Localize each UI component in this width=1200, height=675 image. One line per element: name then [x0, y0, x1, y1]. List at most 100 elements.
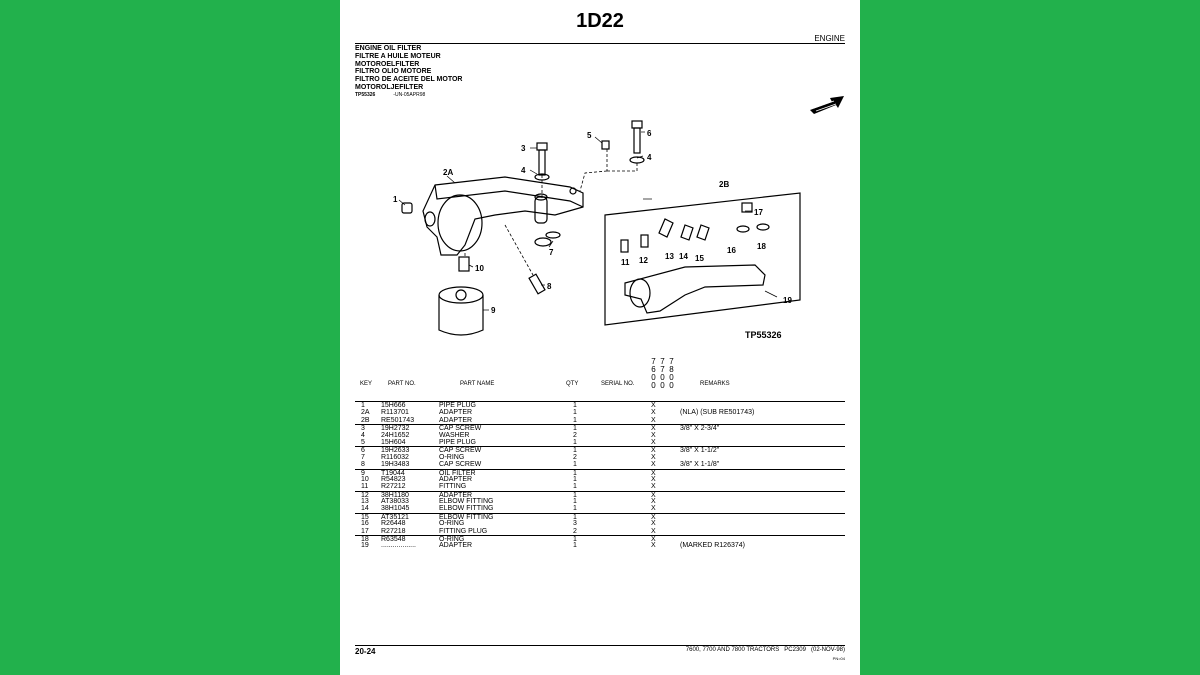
model-col-7800: 7800 [667, 357, 676, 389]
row-qty: 1 [573, 542, 577, 550]
callout-5: 5 [587, 131, 592, 140]
row-key: 7 [361, 453, 365, 461]
figure-reference: TP55326-UN-05APR98 [355, 92, 425, 98]
row-qty: 1 [573, 483, 577, 491]
figure-label: TP55326 [745, 330, 782, 340]
header-part-no: PART NO. [388, 381, 416, 387]
multilingual-title: ENGINE OIL FILTER FILTRE A HUILE MOTEUR … [355, 45, 462, 92]
row-part-name: ADAPTER [439, 416, 473, 424]
model-7700: 7700 [658, 357, 667, 389]
footer-info: 7600, 7700 AND 7800 TRACTORS PC2309 (02-… [686, 647, 845, 653]
row-key: 2A [361, 409, 370, 417]
row-part-name: ELBOW FITTING [439, 513, 494, 521]
row-model-mark: X [651, 527, 656, 535]
row-part-name: CAP SCREW [439, 461, 482, 469]
header-part-name: PART NAME [460, 381, 495, 387]
row-qty: 1 [573, 438, 577, 446]
row-model-mark: X [651, 447, 656, 455]
callout-6: 6 [647, 129, 652, 138]
row-key: 15 [361, 513, 369, 521]
row-part-name: FITTING PLUG [439, 527, 488, 535]
footer-rule [355, 645, 845, 646]
row-model-mark: X [651, 542, 656, 550]
header-remarks: REMARKS [700, 381, 730, 387]
row-part-name: ADAPTER [439, 409, 473, 417]
row-key: 13 [361, 498, 369, 506]
row-qty: 1 [573, 505, 577, 513]
row-qty: 2 [573, 527, 577, 535]
row-qty: 1 [573, 461, 577, 469]
row-model-mark: X [651, 513, 656, 521]
row-qty: 1 [573, 425, 577, 433]
row-key: 8 [361, 461, 365, 469]
row-key: 19 [361, 542, 369, 550]
row-model-mark: X [651, 498, 656, 506]
row-model-mark: X [651, 438, 656, 446]
callout-9: 9 [491, 306, 496, 315]
row-qty: 3 [573, 520, 577, 528]
row-qty: 1 [573, 513, 577, 521]
ref-code: TP55326 [355, 92, 376, 98]
row-part-no: 15H666 [381, 402, 406, 409]
callout-14: 14 [679, 252, 688, 261]
row-qty: 1 [573, 536, 577, 544]
title-german: MOTOROELFILTER [355, 60, 420, 68]
header-rule [355, 43, 845, 44]
footer-models: 7600, 7700 AND 7800 TRACTORS [685, 647, 780, 653]
row-part-name: O-RING [439, 520, 465, 528]
row-model-mark: X [651, 475, 656, 483]
title-english: ENGINE OIL FILTER [355, 45, 422, 52]
row-qty: 2 [573, 431, 577, 439]
row-model-mark: X [651, 416, 656, 424]
row-model-mark: X [651, 536, 656, 544]
row-key: 12 [361, 491, 369, 499]
model-7600: 7600 [649, 357, 658, 389]
footer-date: (02-NOV-98) [810, 647, 845, 653]
row-key: 18 [361, 536, 369, 544]
row-model-mark: X [651, 425, 656, 433]
table-row: 15 AT35121 ELBOW FITTING 1 X [355, 512, 845, 521]
row-part-name: O-RING [439, 453, 465, 461]
row-qty: 1 [573, 402, 577, 409]
row-part-no: 24H1652 [381, 431, 410, 439]
title-french: FILTRE A HUILE MOTEUR [355, 52, 441, 60]
row-qty: 1 [573, 469, 577, 477]
row-part-no: 38H1180 [381, 491, 409, 499]
row-part-no: 19H2633 [381, 447, 410, 455]
callout-1: 1 [393, 195, 398, 204]
callout-17: 17 [754, 208, 763, 217]
row-remarks: (MARKED R126374) [680, 542, 745, 550]
row-part-name: PIPE PLUG [439, 402, 476, 409]
row-model-mark: X [651, 483, 656, 491]
callout-2b: 2B [719, 180, 729, 189]
row-qty: 1 [573, 491, 577, 499]
row-qty: 1 [573, 416, 577, 424]
row-part-no: AT35121 [381, 513, 409, 521]
row-part-name: ELBOW FITTING [439, 505, 494, 513]
row-part-no: R27218 [381, 527, 406, 535]
row-key: 1 [361, 402, 365, 409]
row-part-no: AT38033 [381, 498, 409, 506]
title-spanish: FILTRO DE ACEITE DEL MOTOR [355, 76, 463, 84]
row-model-mark: X [651, 469, 656, 477]
row-part-no: 19H2732 [381, 425, 410, 433]
row-key: 2B [361, 416, 370, 424]
row-qty: 1 [573, 498, 577, 506]
row-part-name: ADAPTER [439, 542, 473, 550]
row-qty: 1 [573, 409, 577, 417]
row-part-no: 19H3483 [381, 461, 410, 469]
row-part-name: WASHER [439, 431, 470, 439]
row-part-no: R116032 [381, 453, 409, 461]
callout-3: 3 [521, 144, 526, 153]
header-qty: QTY [566, 381, 579, 387]
row-part-no: R54823 [381, 475, 406, 483]
row-remarks: 3/8" X 1-1/2" [680, 447, 720, 455]
callout-12: 12 [639, 256, 648, 265]
